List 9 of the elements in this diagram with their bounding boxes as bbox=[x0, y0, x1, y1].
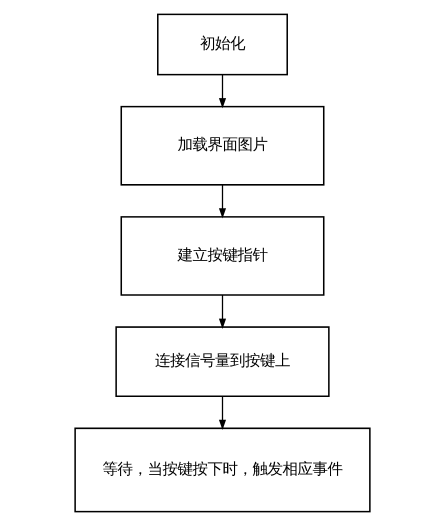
node-box: 初始化 bbox=[156, 13, 288, 75]
arrow bbox=[218, 294, 226, 328]
arrow bbox=[218, 396, 226, 430]
node-box: 建立按键指针 bbox=[120, 216, 324, 296]
node-box: 加载界面图片 bbox=[120, 105, 324, 186]
node-box: 连接信号量到按键上 bbox=[114, 326, 330, 397]
arrow bbox=[218, 74, 226, 108]
arrow bbox=[218, 184, 226, 218]
node-box: 等待，当按键按下时，触发相应事件 bbox=[74, 427, 370, 512]
